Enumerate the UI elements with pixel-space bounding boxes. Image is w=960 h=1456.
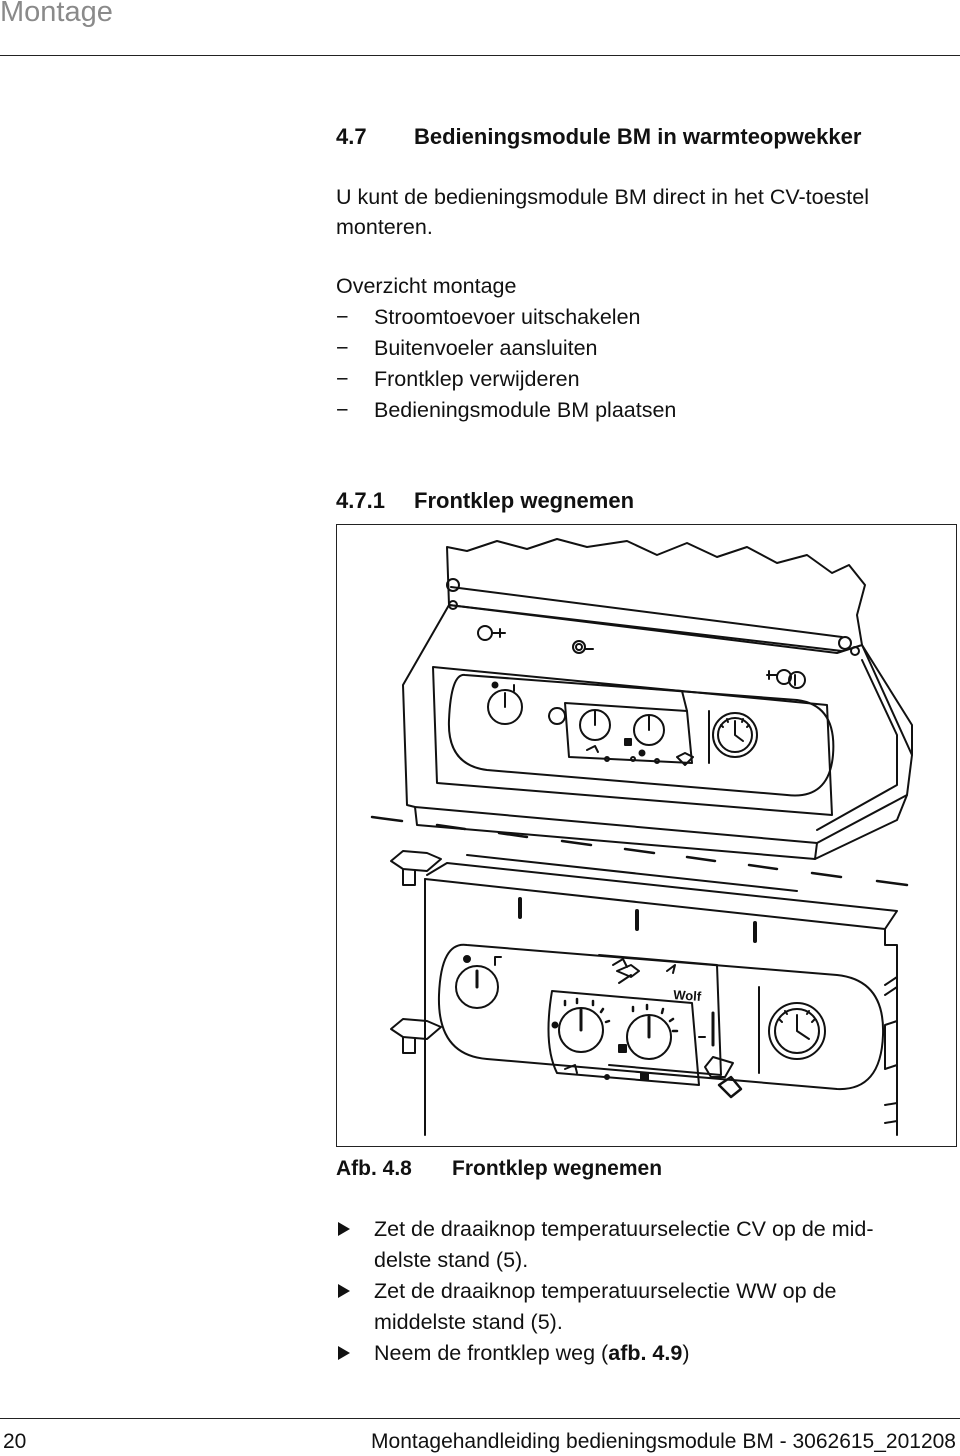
page-number: 20 [3,1430,27,1453]
step-text-prefix: Neem de frontklep weg ( [374,1341,609,1365]
document-title: Montagehandleiding bedieningsmodule BM -… [371,1430,956,1453]
triangle-bullet-icon [338,1222,350,1236]
intro-paragraph: U kunt de bedieningsmodule BM direct in … [336,182,951,242]
step-text: Zet de draaiknop temperatuurselectie WW … [374,1276,954,1337]
boiler-front-panel-illustration: Wolf [370,538,913,1136]
step-line: Zet de draaiknop temperatuurselectie WW … [374,1279,837,1303]
dash-marker: − [336,367,349,391]
step-text: Neem de frontklep weg (afb. 4.9) [374,1338,954,1369]
list-item-text: Stroomtoevoer uitschakelen [374,305,641,329]
subsection-title: Frontklep wegnemen [414,488,635,513]
dash-marker: − [336,398,349,422]
intro-line-2: monteren. [336,215,433,239]
step-line: middelste stand (5). [374,1309,563,1334]
list-item-text: Buitenvoeler aansluiten [374,336,598,360]
page-header-title: Montage [0,0,113,28]
step-text-suffix: ) [682,1341,690,1365]
figure-reference-link: afb. 4.9 [608,1341,683,1365]
dash-marker: − [336,336,349,360]
footer-rule [0,1418,960,1419]
dash-marker: − [336,305,349,329]
step-line: Zet de draaiknop temperatuurselectie CV … [374,1217,874,1241]
list-item-text: Bedieningsmodule BM plaatsen [374,398,677,422]
header-rule [0,55,960,56]
overview-heading: Overzicht montage [336,274,517,298]
triangle-bullet-icon [338,1284,350,1298]
logo-text: Wolf [673,987,703,1004]
figure-caption: Frontklep wegnemen [452,1157,663,1180]
figure-frame: Wolf [336,524,957,1147]
subsection-number: 4.7.1 [336,488,385,513]
step-text: Zet de draaiknop temperatuurselectie CV … [374,1214,954,1275]
section-title: Bedieningsmodule BM in warmteopwekker [414,124,862,149]
intro-line-1: U kunt de bedieningsmodule BM direct in … [336,185,870,209]
list-item-text: Frontklep verwijderen [374,367,580,391]
step-line: delste stand (5). [374,1247,529,1272]
section-number: 4.7 [336,124,367,149]
figure-label: Afb. 4.8 [336,1157,412,1180]
triangle-bullet-icon [338,1346,350,1360]
